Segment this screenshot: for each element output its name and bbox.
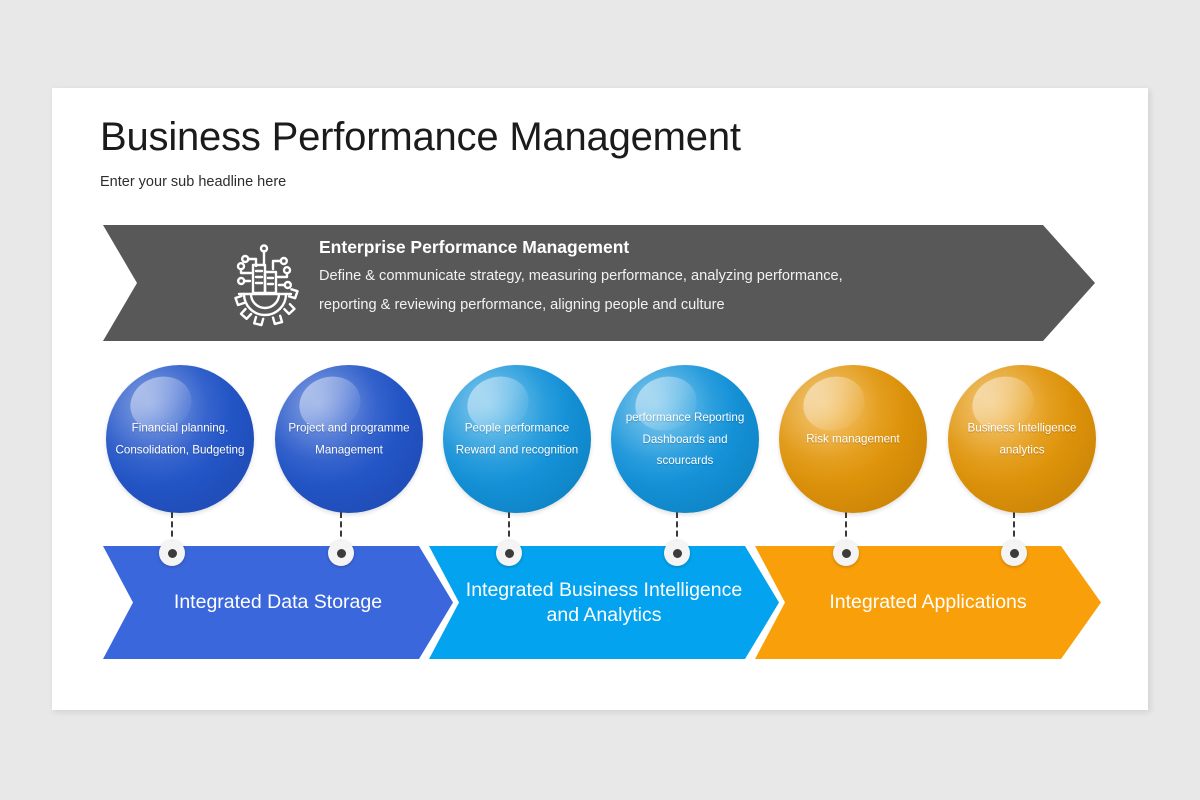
- connector-node-icon[interactable]: [833, 540, 859, 566]
- connector-node-dot: [504, 548, 514, 558]
- bubble-label: Financial planning. Consolidation, Budge…: [115, 421, 245, 457]
- connector-node-dot: [672, 548, 682, 558]
- connector-node-dot: [841, 548, 851, 558]
- banner-line-1: Define & communicate strategy, measuring…: [319, 268, 843, 284]
- band-segment[interactable]: Integrated Data Storage: [103, 546, 453, 659]
- bubble-6[interactable]: Business Intelligence analytics: [948, 365, 1096, 513]
- page-title: Business Performance Management: [100, 115, 741, 159]
- bubble-label: People performance Reward and recognitio…: [455, 421, 579, 457]
- enterprise-gear-network-icon: [221, 239, 309, 327]
- band-label: Integrated Business Intelligence and Ana…: [465, 578, 743, 626]
- connector-dashed-line: [171, 512, 173, 546]
- band-segment[interactable]: Integrated Applications: [755, 546, 1101, 659]
- connector-node-dot: [1009, 548, 1019, 558]
- connector-node-dot: [336, 548, 346, 558]
- bubble-label: performance Reporting Dashboards and sco…: [625, 410, 745, 467]
- connector-node-icon[interactable]: [159, 540, 185, 566]
- connector-1: [159, 512, 185, 572]
- enterprise-banner[interactable]: Enterprise Performance Management Define…: [103, 225, 1095, 341]
- band-label: Integrated Data Storage: [173, 591, 383, 613]
- banner-line-2: reporting & reviewing performance, align…: [319, 297, 725, 313]
- connector-node-icon[interactable]: [496, 540, 522, 566]
- connector-5: [833, 512, 859, 572]
- bubble-4[interactable]: performance Reporting Dashboards and sco…: [611, 365, 759, 513]
- bubble-label: Business Intelligence analytics: [967, 421, 1077, 457]
- bubble-2[interactable]: Project and programme Management: [275, 365, 423, 513]
- banner-text-block: Enterprise Performance Management Define…: [319, 234, 1019, 320]
- bubble-1[interactable]: Financial planning. Consolidation, Budge…: [106, 365, 254, 513]
- band-label: Integrated Applications: [829, 591, 1027, 613]
- page-subtitle: Enter your sub headline here: [100, 174, 287, 190]
- connector-node-dot: [167, 548, 177, 558]
- band-segment[interactable]: Integrated Business Intelligence and Ana…: [429, 546, 779, 659]
- connector-dashed-line: [1013, 512, 1015, 546]
- banner-heading: Enterprise Performance Management: [319, 237, 630, 257]
- slide-card: Business Performance Management Enter yo…: [52, 88, 1148, 710]
- connector-dashed-line: [340, 512, 342, 546]
- connector-4: [664, 512, 690, 572]
- connector-node-icon[interactable]: [664, 540, 690, 566]
- bubble-label: Project and programme Management: [288, 421, 410, 457]
- bubble-3[interactable]: People performance Reward and recognitio…: [443, 365, 591, 513]
- bubble-label: Risk management: [806, 432, 900, 446]
- connector-2: [328, 512, 354, 572]
- connector-node-icon[interactable]: [328, 540, 354, 566]
- connector-dashed-line: [508, 512, 510, 546]
- bubble-5[interactable]: Risk management: [779, 365, 927, 513]
- connector-node-icon[interactable]: [1001, 540, 1027, 566]
- connector-6: [1001, 512, 1027, 572]
- connector-3: [496, 512, 522, 572]
- connector-dashed-line: [676, 512, 678, 546]
- connector-dashed-line: [845, 512, 847, 546]
